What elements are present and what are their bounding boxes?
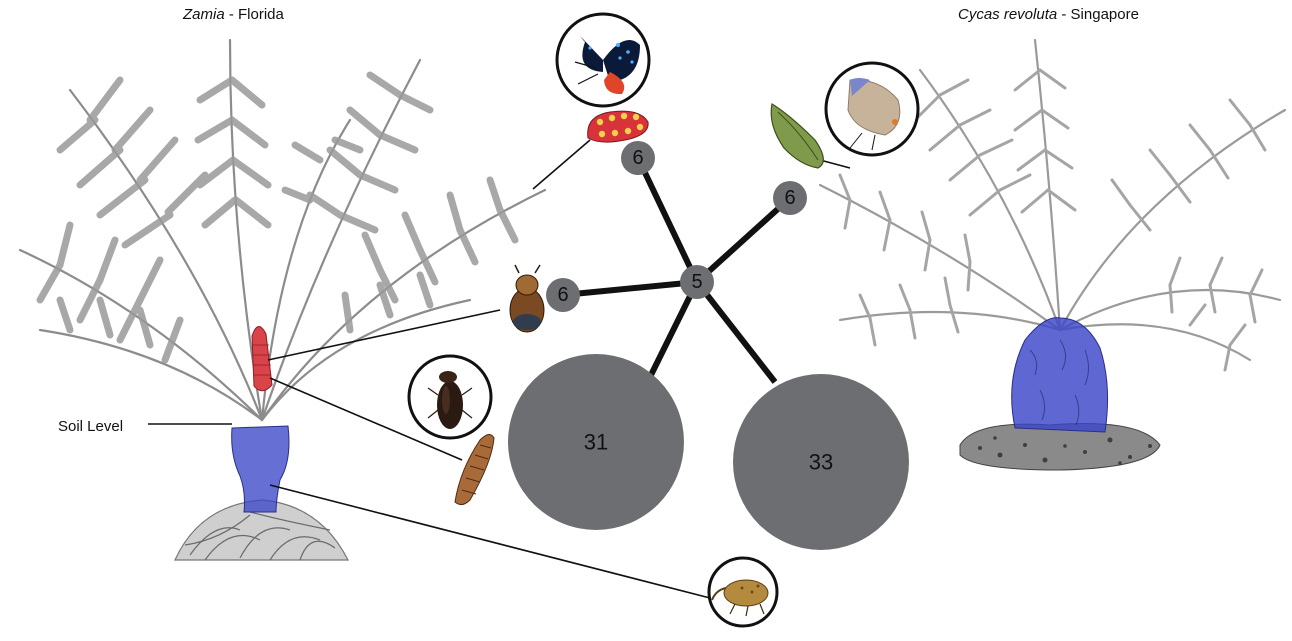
edge-center-to-weevil-node — [563, 282, 697, 295]
network-node-weevil: 6 — [546, 278, 580, 312]
edge-center-to-33-node — [697, 282, 775, 382]
node-label-center: 5 — [691, 271, 702, 293]
node-label-caterpillar: 6 — [632, 147, 643, 169]
network-edges — [563, 158, 790, 382]
leader-frond-to-caterpillar — [533, 140, 590, 189]
atala-caterpillar-icon — [588, 111, 648, 142]
leader-cone-to-weevil — [268, 310, 500, 360]
pupa-icon — [771, 104, 823, 168]
node-label-33: 33 — [809, 450, 833, 475]
edge-center-to-caterpillar-node — [638, 158, 697, 282]
blue-butterfly-icon — [826, 63, 918, 155]
cycas-trunk-highlight — [1012, 318, 1108, 432]
node-label-31: 31 — [584, 430, 608, 455]
edge-center-to-pupa-node — [697, 198, 790, 282]
node-label-pupa: 6 — [784, 187, 795, 209]
zamia-cone — [252, 326, 272, 390]
network-node-caterpillar: 6 — [621, 141, 655, 175]
network-node-31: 31 — [508, 354, 684, 530]
network-node-33: 33 — [733, 374, 909, 550]
zamia-stem-highlight — [232, 426, 289, 512]
network-node-pupa: 6 — [773, 181, 807, 215]
beetle-icon — [409, 356, 491, 438]
weevil-icon — [510, 265, 544, 332]
larva-icon — [455, 434, 494, 504]
node-label-weevil: 6 — [557, 284, 568, 306]
atala-butterfly-icon — [557, 14, 649, 106]
cycas-gravel-base — [960, 424, 1160, 470]
snout-weevil-icon — [709, 558, 777, 626]
network-node-center: 5 — [680, 265, 714, 299]
leader-pupa-to-cycas — [820, 160, 850, 168]
